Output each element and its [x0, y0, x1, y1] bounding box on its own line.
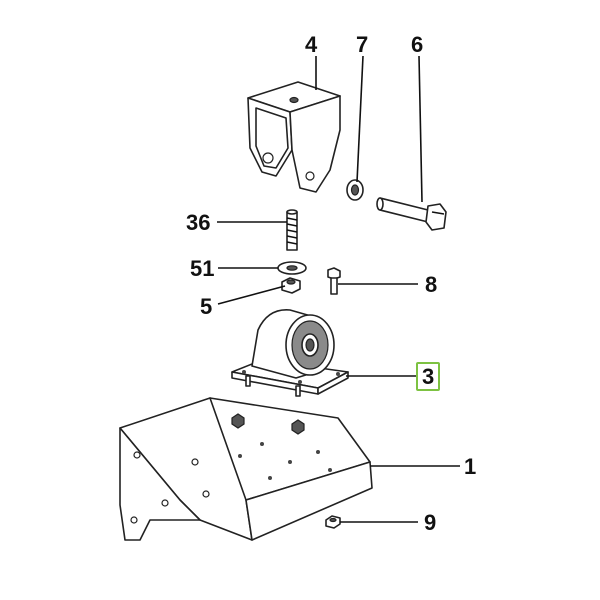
callout-6: 6 [411, 32, 424, 57]
leader-7 [356, 55, 364, 183]
part-8-small-bolt [327, 267, 341, 295]
part-5-nut [281, 277, 301, 294]
callout-5: 5 [200, 294, 213, 319]
part-4-upper-bracket [247, 81, 341, 193]
callout-36: 36 [186, 210, 211, 235]
leader-lines [217, 55, 460, 523]
callout-1: 1 [464, 454, 477, 479]
part-3-rubber-mount [231, 309, 349, 397]
part-9-nut [325, 515, 341, 529]
part-6-bolt [376, 197, 447, 231]
callout-8: 8 [425, 272, 438, 297]
callout-4: 4 [305, 32, 318, 57]
leader-6 [418, 55, 423, 203]
callout-51: 51 [190, 256, 215, 281]
part-36-stud [286, 209, 298, 251]
part-51-washer [277, 261, 307, 275]
callout-9: 9 [424, 510, 437, 535]
part-1-lower-bracket [119, 397, 373, 541]
callout-3-highlighted: 3 [416, 362, 441, 391]
callout-7: 7 [356, 32, 369, 57]
part-7-washer [346, 179, 364, 201]
leader-5 [217, 285, 286, 305]
